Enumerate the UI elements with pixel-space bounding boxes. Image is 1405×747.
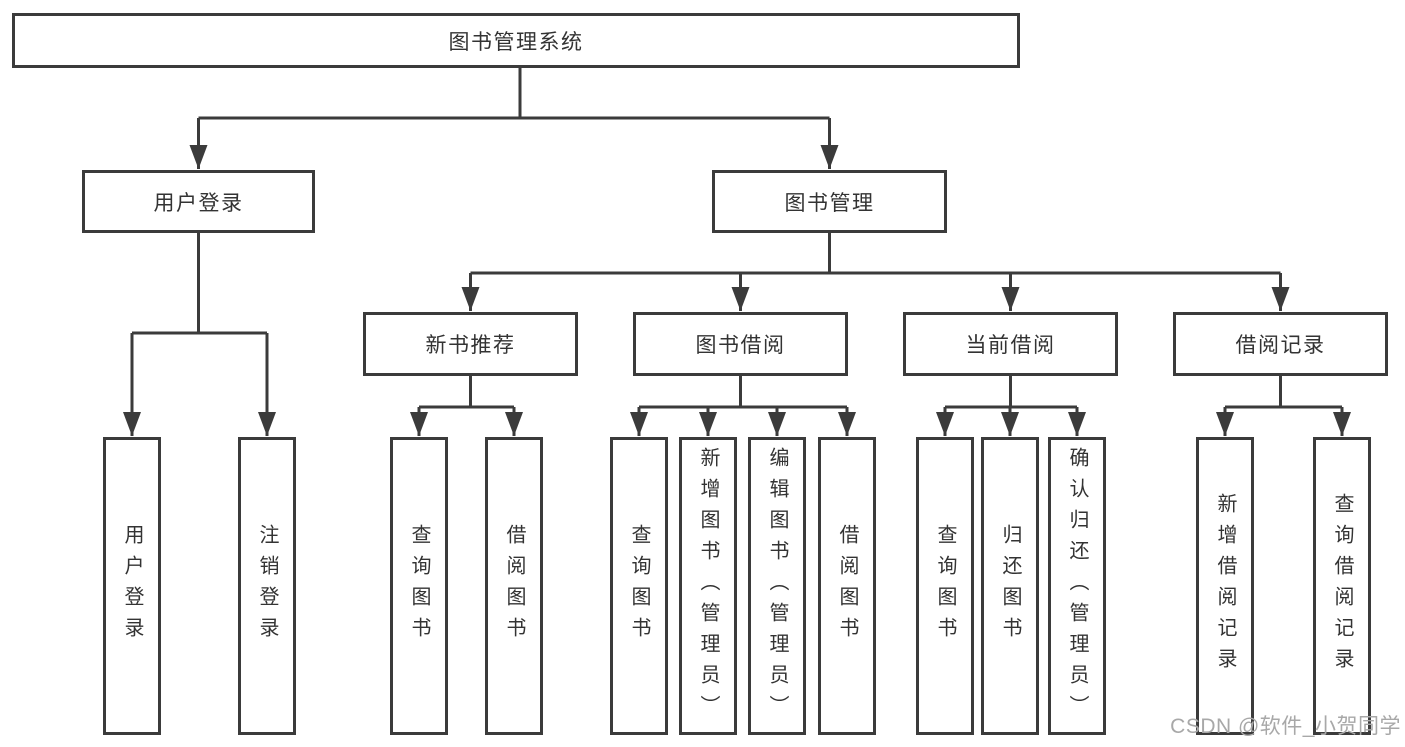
connector-new-book: [419, 376, 514, 409]
node-book-management: 图书管理: [712, 170, 947, 233]
node-book-borrowing: 图书借阅: [633, 312, 848, 376]
leaf-borrow-books-recommend: 借阅图书: [485, 437, 543, 735]
leaf-add-book-admin: 新增图书（管理员）: [679, 437, 737, 735]
watermark: CSDN @软件_小贺同学: [1170, 715, 1401, 738]
connector-current-borrow: [945, 376, 1077, 409]
node-new-book-recommendation: 新书推荐: [363, 312, 578, 376]
connector-borrow-record: [1225, 376, 1342, 409]
leaf-user-login: 用户登录: [103, 437, 161, 735]
node-library-system: 图书管理系统: [12, 13, 1020, 68]
connector-book-borrow: [639, 376, 847, 409]
connector-book-mgmt: [470, 233, 1281, 275]
leaf-confirm-return-admin: 确认归还（管理员）: [1048, 437, 1106, 735]
connector-root: [198, 68, 830, 120]
leaf-edit-book-admin: 编辑图书（管理员）: [748, 437, 806, 735]
leaf-query-books-recommend: 查询图书: [390, 437, 448, 735]
node-borrowing-records: 借阅记录: [1173, 312, 1388, 376]
leaf-query-books-current: 查询图书: [916, 437, 974, 735]
leaf-logout: 注销登录: [238, 437, 296, 735]
leaf-return-books: 归还图书: [981, 437, 1039, 735]
node-current-borrowing: 当前借阅: [903, 312, 1118, 376]
leaf-query-borrow-record: 查询借阅记录: [1313, 437, 1371, 735]
leaf-query-books-borrow: 查询图书: [610, 437, 668, 735]
connector-user-login: [132, 233, 267, 335]
node-user-login: 用户登录: [82, 170, 315, 233]
leaf-add-borrow-record: 新增借阅记录: [1196, 437, 1254, 735]
leaf-borrow-books: 借阅图书: [818, 437, 876, 735]
